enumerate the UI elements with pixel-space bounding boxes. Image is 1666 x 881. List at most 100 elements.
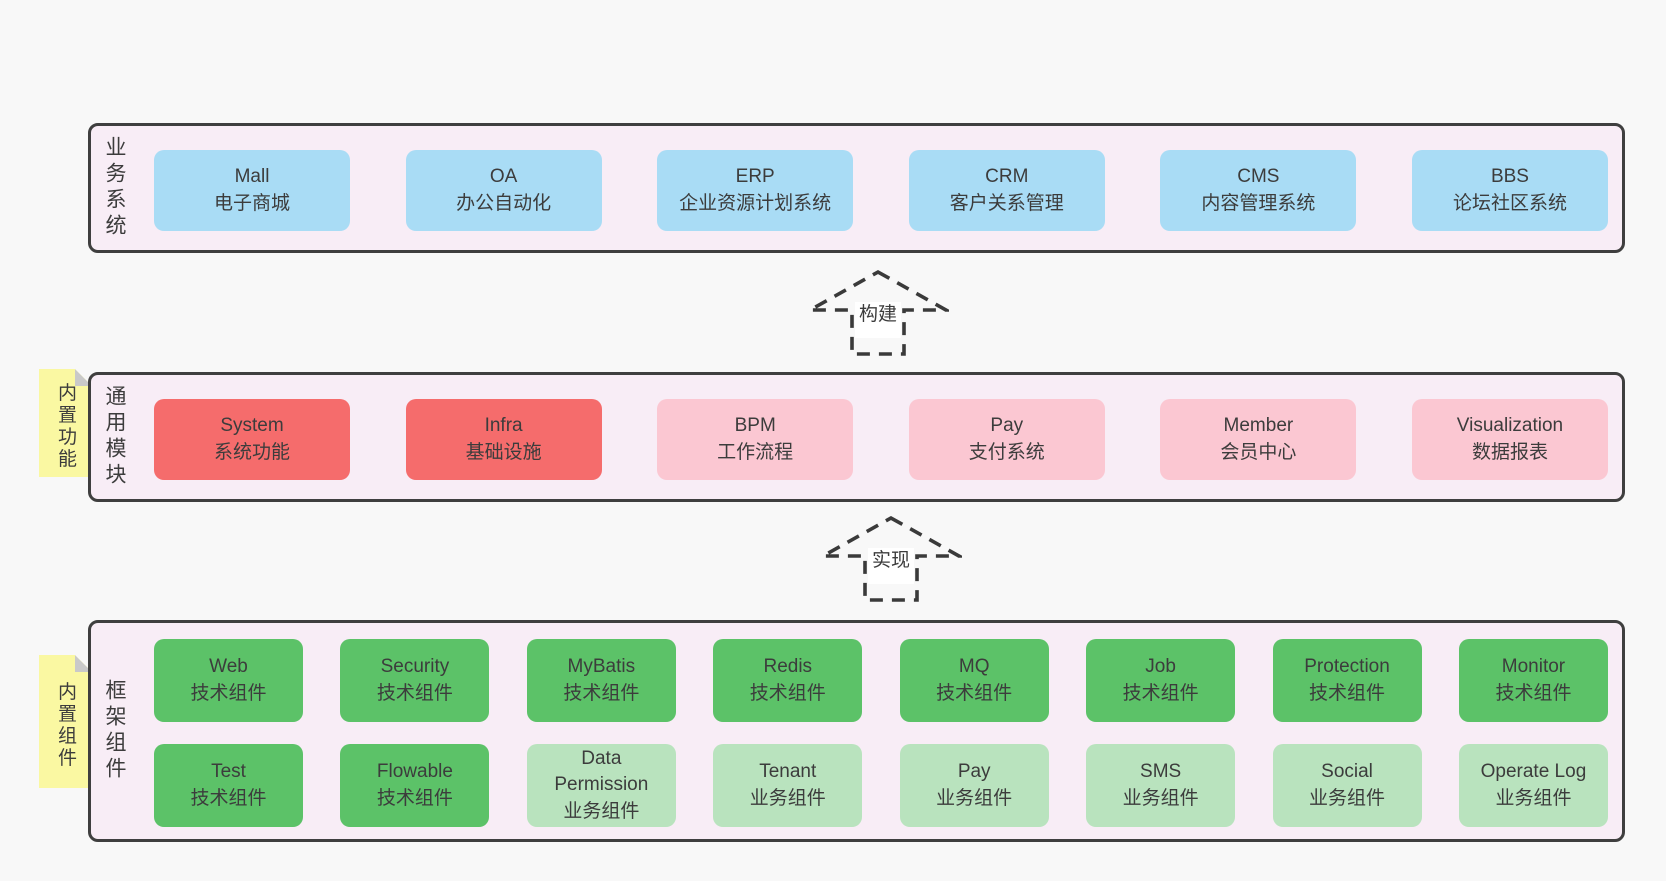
card-title: ERP [735, 166, 775, 188]
card-title: Member [1223, 415, 1294, 437]
card-subtitle: 技术组件 [190, 682, 267, 704]
card-oa: OA 办公自动化 [405, 150, 602, 231]
card-title: BPM [734, 415, 776, 437]
card-mybatis: MyBatis 技术组件 [526, 639, 676, 722]
card-title: Mall [234, 166, 270, 188]
card-pay-module: Pay 支付系统 [908, 399, 1105, 480]
framework-cards-row-1: Web 技术组件 Security 技术组件 MyBatis 技术组件 Redi… [154, 639, 1608, 722]
card-title: System [220, 415, 284, 437]
card-subtitle: 技术组件 [936, 682, 1013, 704]
card-title: OA [489, 166, 518, 188]
card-subtitle: 业务组件 [1309, 787, 1386, 809]
card-subtitle: 内容管理系统 [1201, 192, 1316, 214]
card-cms: CMS 内容管理系统 [1160, 150, 1357, 231]
card-subtitle: 客户关系管理 [949, 192, 1064, 214]
card-title: Pay [957, 761, 991, 783]
card-title: Security [380, 656, 450, 678]
card-title: Data Permission [554, 748, 649, 796]
card-subtitle: 技术组件 [563, 682, 640, 704]
card-crm: CRM 客户关系管理 [908, 150, 1105, 231]
card-subtitle: 技术组件 [749, 682, 826, 704]
card-title: Operate Log [1480, 761, 1587, 783]
card-bbs: BBS 论坛社区系统 [1411, 150, 1608, 231]
card-subtitle: 电子商城 [213, 192, 290, 214]
card-subtitle: 业务组件 [563, 800, 640, 822]
section-label-common-modules: 通用模块 [103, 385, 126, 489]
card-test: Test 技术组件 [154, 744, 303, 827]
card-title: CRM [985, 166, 1029, 188]
card-title: Pay [990, 415, 1024, 437]
card-subtitle: 技术组件 [190, 787, 267, 809]
card-infra: Infra 基础设施 [405, 399, 602, 480]
section-framework-components: 框架组件 Web 技术组件 Security 技术组件 MyBatis 技术组件… [88, 620, 1625, 842]
card-subtitle: 业务组件 [1495, 787, 1572, 809]
card-redis: Redis 技术组件 [713, 639, 863, 722]
card-protection: Protection 技术组件 [1272, 639, 1422, 722]
card-mall: Mall 电子商城 [154, 150, 350, 231]
business-cards-row: Mall 电子商城 OA 办公自动化 ERP 企业资源计划系统 CRM 客户关系… [154, 150, 1608, 231]
card-tenant: Tenant 业务组件 [713, 744, 863, 827]
card-title: SMS [1140, 761, 1182, 783]
card-subtitle: 技术组件 [376, 787, 453, 809]
card-subtitle: 办公自动化 [456, 192, 552, 214]
card-data-permission: Data Permission 业务组件 [526, 744, 676, 827]
card-subtitle: 论坛社区系统 [1452, 192, 1567, 214]
card-title: Redis [763, 656, 813, 678]
card-security: Security 技术组件 [340, 639, 490, 722]
card-subtitle: 业务组件 [1122, 787, 1199, 809]
card-title: Test [211, 761, 246, 783]
card-subtitle: 企业资源计划系统 [679, 192, 832, 214]
card-title: Infra [484, 415, 523, 437]
card-flowable: Flowable 技术组件 [340, 744, 490, 827]
card-subtitle: 数据报表 [1471, 441, 1548, 463]
section-business-systems: 业务系统 Mall 电子商城 OA 办公自动化 ERP 企业资源计划系统 CRM… [88, 123, 1625, 253]
card-subtitle: 业务组件 [936, 787, 1013, 809]
card-title: BBS [1490, 166, 1529, 188]
card-subtitle: 会员中心 [1220, 441, 1297, 463]
card-social: Social 业务组件 [1272, 744, 1422, 827]
implement-arrow: 实现 [820, 515, 962, 603]
card-monitor: Monitor 技术组件 [1458, 639, 1608, 722]
card-subtitle: 支付系统 [968, 441, 1045, 463]
build-arrow: 构建 [807, 269, 949, 357]
card-subtitle: 技术组件 [1122, 682, 1199, 704]
card-subtitle: 基础设施 [465, 441, 542, 463]
card-title: Tenant [759, 761, 817, 783]
card-subtitle: 系统功能 [213, 441, 290, 463]
build-arrow-label: 构建 [854, 302, 902, 338]
card-subtitle: 技术组件 [1495, 682, 1572, 704]
card-title: MyBatis [567, 656, 636, 678]
sticky-note-label: 内置组件 [55, 681, 76, 770]
card-system: System 系统功能 [154, 399, 350, 480]
sticky-note-builtin-features: 内置功能 [39, 369, 92, 477]
card-pay-component: Pay 业务组件 [899, 744, 1049, 827]
card-erp: ERP 企业资源计划系统 [657, 150, 854, 231]
card-web: Web 技术组件 [154, 639, 303, 722]
sticky-note-label: 内置功能 [55, 382, 76, 471]
card-title: Visualization [1456, 415, 1564, 437]
sticky-note-builtin-components: 内置组件 [39, 655, 92, 788]
card-title: Flowable [376, 761, 453, 783]
dashed-up-arrow-icon [807, 269, 949, 356]
card-title: Monitor [1501, 656, 1566, 678]
module-cards-row: System 系统功能 Infra 基础设施 BPM 工作流程 Pay 支付系统… [154, 399, 1608, 480]
card-sms: SMS 业务组件 [1086, 744, 1236, 827]
implement-arrow-label: 实现 [867, 548, 915, 584]
card-title: Job [1145, 656, 1176, 678]
card-subtitle: 工作流程 [717, 441, 794, 463]
framework-cards-row-2: Test 技术组件 Flowable 技术组件 Data Permission … [154, 744, 1608, 827]
card-operate-log: Operate Log 业务组件 [1458, 744, 1608, 827]
card-visualization: Visualization 数据报表 [1411, 399, 1608, 480]
section-label-business-systems: 业务系统 [103, 136, 126, 240]
card-subtitle: 业务组件 [749, 787, 826, 809]
card-title: Web [209, 656, 248, 678]
card-subtitle: 技术组件 [376, 682, 453, 704]
card-title: MQ [958, 656, 990, 678]
section-label-framework-components: 框架组件 [103, 679, 126, 783]
card-member: Member 会员中心 [1160, 399, 1357, 480]
card-mq: MQ 技术组件 [899, 639, 1049, 722]
card-subtitle: 技术组件 [1309, 682, 1386, 704]
card-title: Protection [1304, 656, 1390, 678]
card-bpm: BPM 工作流程 [657, 399, 854, 480]
